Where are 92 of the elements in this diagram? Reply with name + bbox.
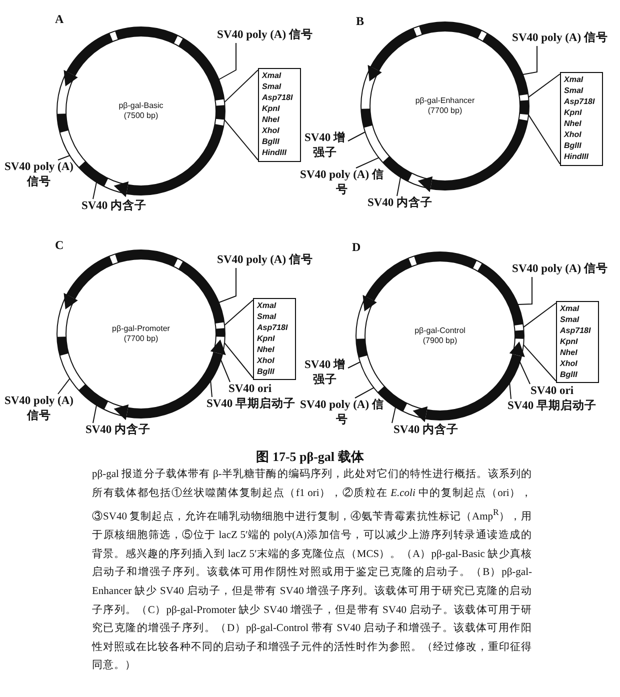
leader-line [523,302,556,328]
restriction-site: SmaI [257,311,278,322]
restriction-site: XmaI [560,303,580,314]
feature-label: SV40 早期启动子 [503,399,601,414]
leader-line [522,46,538,75]
plasmid-name: pβ-gal-Enhancer [415,96,475,106]
leader-line [224,119,258,160]
leader-line [92,404,97,424]
feature-label: SV40 增强子 [302,358,348,388]
feature-label: SV40 ori [222,382,278,397]
feature-label: SV40 增强子 [302,131,348,161]
restriction-site: HindIII [564,151,590,162]
restriction-site: SmaI [560,314,580,325]
restriction-site: XhoI [560,358,578,369]
restriction-site: XmaI [257,300,278,311]
leader-line [519,362,530,384]
panel-letter: B [356,14,364,29]
leader-line [58,155,70,160]
leader-line [218,268,236,303]
leader-line [58,378,70,394]
restriction-site: KpnI [560,336,579,347]
restriction-site: XmaI [262,70,282,81]
restriction-site: BglII [564,140,582,151]
restriction-site: BglII [560,369,578,380]
leader-line [509,382,512,400]
leader-line [92,182,97,200]
restriction-site: SmaI [262,81,282,92]
plasmid-name: pβ-gal-Control [414,326,466,336]
leader-line [354,387,374,398]
restriction-site: KpnI [564,107,583,118]
restriction-site: Asp718I [564,96,596,107]
restriction-site: KpnI [257,333,276,344]
restriction-site: XmaI [564,74,584,85]
restriction-site: Asp718I [560,325,592,336]
restriction-site: SmaI [564,85,584,96]
leader-line [348,362,361,368]
restriction-site-box [556,301,599,383]
leader-line [356,157,380,168]
plasmid-name: pβ-gal-Promoter [112,324,170,334]
feature-label: SV40 poly (A) 信号 [507,262,613,277]
restriction-site-box [258,68,301,162]
plasmid-size: (7700 bp) [428,106,462,116]
feature-label: SV40 poly (A) 信号 [300,168,384,198]
plasmid-size: (7700 bp) [124,334,158,344]
leader-line [348,132,366,142]
feature-label: SV40 poly (A) 信号 [507,31,613,46]
leader-line [224,70,258,103]
restriction-site: Asp718I [257,322,289,333]
restriction-site: XhoI [257,355,276,366]
figure-title: 图 17-5 pβ-gal 载体 [255,448,365,466]
feature-label: SV40 内含子 [362,196,438,211]
restriction-site: BglII [262,136,280,147]
feature-label: SV40 poly (A) 信号 [0,160,78,190]
restriction-site-box [253,298,296,380]
leader-line [528,74,560,98]
plasmid-size: (7900 bp) [422,336,458,346]
restriction-site: NheI [257,344,276,355]
feature-label: SV40 poly (A) 信号 [212,28,318,43]
restriction-site: BglII [257,366,276,377]
restriction-site: NheI [564,118,582,129]
panel-letter: A [55,12,64,27]
leader-line [528,114,560,164]
restriction-site: Asp718I [262,92,294,103]
feature-label: SV40 poly (A) 信号 [0,394,78,424]
restriction-site: HindIII [262,147,288,158]
leader-line [224,300,254,326]
panel-letter: D [352,240,361,255]
restriction-site: NheI [262,114,280,125]
plasmid-name: pβ-gal-Basic [118,101,164,111]
restriction-site: XhoI [564,129,582,140]
feature-label: SV40 早期启动子 [202,397,300,412]
restriction-site: XhoI [262,125,280,136]
plasmid-size: (7500 bp) [124,111,158,121]
leader-line [396,176,401,196]
feature-label: SV40 内含子 [80,423,156,438]
leader-line [523,344,556,382]
restriction-site: KpnI [262,103,281,114]
leader-line [392,406,396,424]
feature-label: SV40 poly (A) 信号 [212,253,318,268]
leader-line [218,42,236,80]
feature-label: SV40 内含子 [388,423,464,438]
restriction-site-box [560,72,603,166]
panel-letter: C [55,238,64,253]
feature-label: SV40 内含子 [76,199,152,214]
feature-label: SV40 poly (A) 信号 [300,398,384,428]
leader-line [220,360,230,382]
leader-line [224,342,254,378]
figure-caption: pβ-gal 报道分子载体带有 β-半乳糖苷酶的编码序列，此处对它们的特性进行概括。该系列的所有载体都包括①丝状噬菌体复制起点（f1 ori），②质粒在 E.coli 中的复制起点（ori），③SV40 复制起点，允许在哺乳动物细胞中进行复制，④氨苄青霉素抗性标记（Amp$^{R}$），用于原核细胞筛选，⑤位于 lacZ 5′端的 poly(A)添加信号，可以减少上游序列转录通读造成的背景。感兴趣的序列插入到 lacZ 5′末端的多克隆位点（MCS）。（A）pβ-gal-Basic 缺少真核启动子和增强子序列。该载体可用作阴性对照或用于鉴定已克隆的启动子。（B）pβ-gal-Enhancer 缺少 SV40 启动子，但是带有 SV40 增强子序列。该载体可用于研究已克隆的启动子序列。（C）pβ-gal-Promoter 缺少 SV40 增强子，但是带有 SV40 启动子。该载体可用于研究已克隆的增强子序列。（D）pβ-gal-Control 带有 SV40 启动子和增强子。该载体可用作阳性对照或在比较各种不同的启动子和增强子元件的活性时作为参照。（经过修改，重印征得同意。） [92,467,532,674]
leader-line [210,380,212,398]
feature-label: SV40 ori [524,384,580,399]
leader-line [517,276,532,305]
restriction-site: NheI [560,347,578,358]
